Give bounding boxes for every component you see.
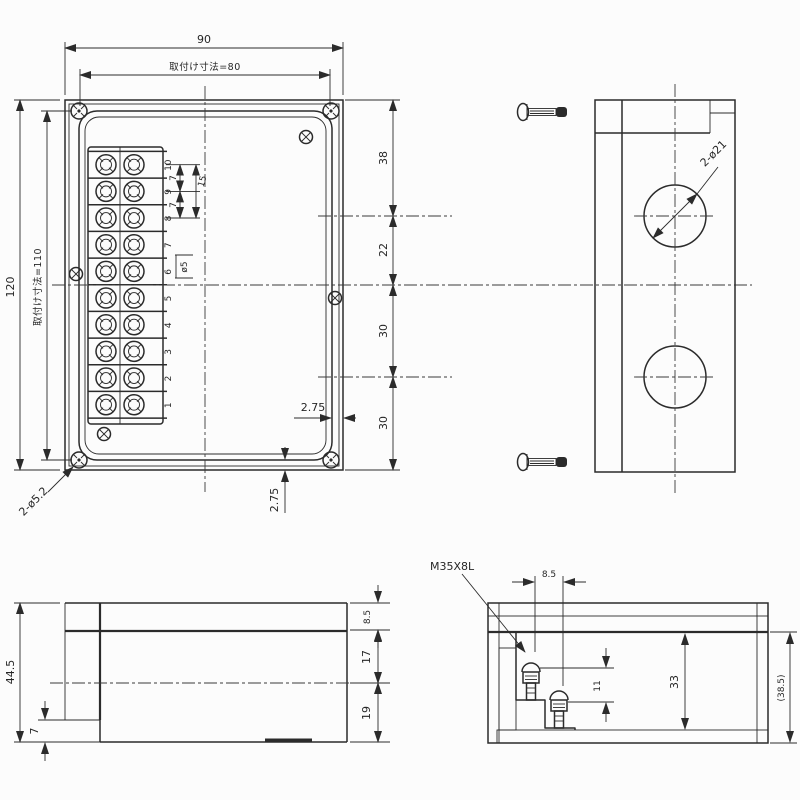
dim-lid-offset-v-label: 2.75 bbox=[268, 488, 281, 513]
bottom-outline bbox=[64, 602, 348, 743]
conduit-holes-label: 2-ø21 bbox=[698, 138, 730, 170]
terminal-screw-icon bbox=[95, 313, 117, 336]
dim-pitch-7b-label: 7 bbox=[169, 202, 179, 208]
dimension-right-chain: 38 22 30 30 bbox=[345, 99, 400, 471]
terminal-screw-icon bbox=[95, 207, 117, 229]
terminal-screw-icon bbox=[123, 260, 145, 283]
dim-mount-width-label: 取付け寸法=80 bbox=[169, 61, 241, 73]
dim-overall-height-label: 120 bbox=[4, 277, 17, 298]
dim-step-label: 11 bbox=[593, 680, 603, 691]
terminal-screw-callout: M35X8L bbox=[430, 560, 526, 653]
dim-foot-label: 7 bbox=[28, 728, 41, 735]
dimension-overall-width: 90 bbox=[64, 33, 344, 95]
dimension-step: 11 bbox=[540, 648, 614, 722]
dim-inner-depth-label: 33 bbox=[668, 675, 681, 689]
terminal-screw-icon bbox=[123, 313, 145, 336]
terminal-hole-dia-label: ø5 bbox=[180, 261, 190, 272]
terminal-screw-icon bbox=[123, 340, 145, 363]
dimension-mount-width: 取付け寸法=80 bbox=[79, 61, 331, 106]
dim-mount-height-label: 取付け寸法=110 bbox=[32, 248, 44, 326]
terminal-screw-icon bbox=[123, 153, 145, 176]
terminal-screw-icon bbox=[95, 233, 117, 256]
dim-upper-label: 17 bbox=[360, 650, 373, 664]
dimension-foot: 7 bbox=[28, 701, 65, 761]
dimension-overall-height: 120 bbox=[4, 99, 60, 471]
dimension-terminal-pitch: 7 7 15 ø5 bbox=[166, 163, 210, 279]
dimension-reference-depth: (38.5) bbox=[770, 631, 797, 744]
terminal-number: 1 bbox=[164, 402, 174, 408]
dim-overall-depth-label: 44.5 bbox=[4, 660, 17, 685]
dim-overall-width-label: 90 bbox=[197, 33, 211, 46]
terminal-screw-icon bbox=[95, 180, 117, 203]
terminal-number: 4 bbox=[164, 322, 174, 328]
side-centerlines bbox=[634, 84, 714, 496]
section-view: M35X8L 8.5 11 33 (38.5) bbox=[430, 560, 797, 744]
terminal-screw-icon bbox=[123, 180, 145, 203]
terminal-number: 6 bbox=[164, 269, 174, 275]
dim-right-38-label: 38 bbox=[377, 151, 390, 165]
dim-right-22-label: 22 bbox=[377, 243, 390, 257]
terminal-number: 3 bbox=[164, 349, 174, 355]
dimension-depth-chain: 8.5 17 19 bbox=[350, 585, 390, 743]
dim-lid-offset-h-label: 2.75 bbox=[301, 401, 326, 414]
terminal-screw-icon bbox=[95, 393, 117, 416]
terminal-screw-label: M35X8L bbox=[430, 560, 475, 573]
terminal-screw-icon bbox=[123, 207, 145, 229]
dim-reference-depth-label: (38.5) bbox=[777, 674, 787, 701]
dim-right-30b-label: 30 bbox=[377, 416, 390, 430]
terminal-number: 7 bbox=[164, 242, 174, 248]
dim-lower-label: 19 bbox=[360, 706, 373, 720]
dimension-lid-offset-vertical: 2.75 bbox=[268, 447, 289, 513]
mount-hole-label: 2-ø5.2 bbox=[16, 484, 50, 518]
terminal-screw-icon bbox=[123, 367, 145, 389]
dimension-lid-offset-horizontal: 2.75 bbox=[294, 401, 356, 428]
conduit-hole-callout: 2-ø21 bbox=[652, 138, 730, 239]
terminal-screw-icon bbox=[95, 340, 117, 363]
bottom-view: 44.5 7 8.5 17 19 bbox=[4, 585, 390, 761]
section-walls bbox=[487, 602, 769, 744]
dimension-overall-depth: 44.5 bbox=[4, 602, 100, 743]
terminal-screw-icon bbox=[123, 287, 145, 309]
terminal-number: 5 bbox=[164, 296, 174, 302]
side-view: 2-ø21 bbox=[516, 84, 736, 496]
terminal-screw-icon bbox=[95, 260, 117, 283]
cover-screws bbox=[516, 102, 568, 472]
terminal-screw-icon bbox=[123, 233, 145, 256]
terminal-screw-icon bbox=[95, 287, 117, 309]
dim-right-30a-label: 30 bbox=[377, 324, 390, 338]
front-centerlines bbox=[52, 86, 752, 492]
dim-span-15-label: 15 bbox=[197, 175, 210, 189]
mount-hole-callout: 2-ø5.2 bbox=[16, 466, 74, 519]
dim-lid-depth-label: 8.5 bbox=[363, 610, 373, 624]
dim-pitch-7a-label: 7 bbox=[169, 175, 179, 181]
side-outline bbox=[594, 99, 736, 473]
terminal-screw-icon bbox=[95, 153, 117, 176]
terminal-number: 2 bbox=[164, 376, 174, 382]
dimension-inner-depth: 33 bbox=[668, 633, 689, 730]
terminal-screw-icon bbox=[95, 367, 117, 389]
dim-screw-offset-label: 8.5 bbox=[542, 570, 556, 580]
section-terminal-steps bbox=[515, 632, 576, 730]
dimension-mount-height: 取付け寸法=110 bbox=[32, 110, 72, 461]
terminal-screw-icon bbox=[123, 393, 145, 416]
